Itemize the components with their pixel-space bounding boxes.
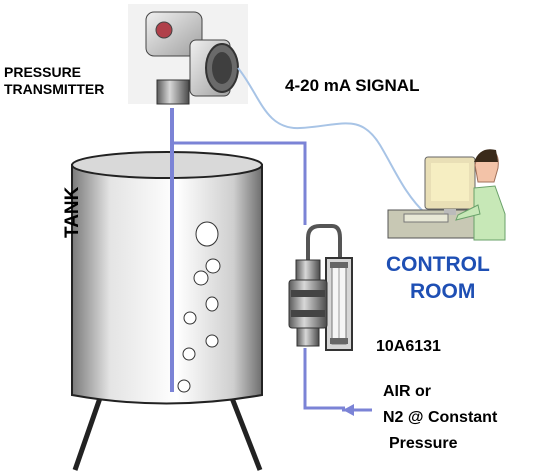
- gas-supply-label-line2: N2 @ Constant: [383, 409, 498, 426]
- bubble: [193, 270, 209, 286]
- rotameter: [288, 224, 353, 351]
- bubble: [205, 296, 219, 312]
- tank-label: TANK: [62, 186, 83, 238]
- gas-supply-label-line3: Pressure: [389, 435, 458, 452]
- control-room-label-line2: ROOM: [410, 280, 476, 303]
- bubble: [177, 379, 191, 393]
- pressure-transmitter: [128, 4, 248, 105]
- flow-arrow-icon: [342, 404, 372, 416]
- bubble: [182, 347, 196, 361]
- rotameter-model-label: 10A6131: [376, 338, 441, 355]
- transmitter-label-line1: PRESSURE: [4, 64, 82, 80]
- signal-cable: [237, 67, 427, 215]
- bubble: [183, 311, 197, 325]
- gas-supply-label-line1: AIR or: [383, 383, 431, 400]
- control-room-label-line1: CONTROL: [386, 253, 490, 276]
- tank: [71, 151, 263, 405]
- tank-legs: [72, 397, 263, 471]
- bubble: [195, 221, 219, 247]
- bubble: [205, 258, 221, 274]
- air-bubbles: [177, 221, 221, 393]
- bubble: [205, 334, 219, 348]
- signal-label: 4-20 mA SIGNAL: [285, 76, 420, 95]
- air-supply-pipe: [172, 141, 345, 410]
- control-room-computer: [387, 149, 506, 241]
- transmitter-label-line2: TRANSMITTER: [4, 81, 105, 97]
